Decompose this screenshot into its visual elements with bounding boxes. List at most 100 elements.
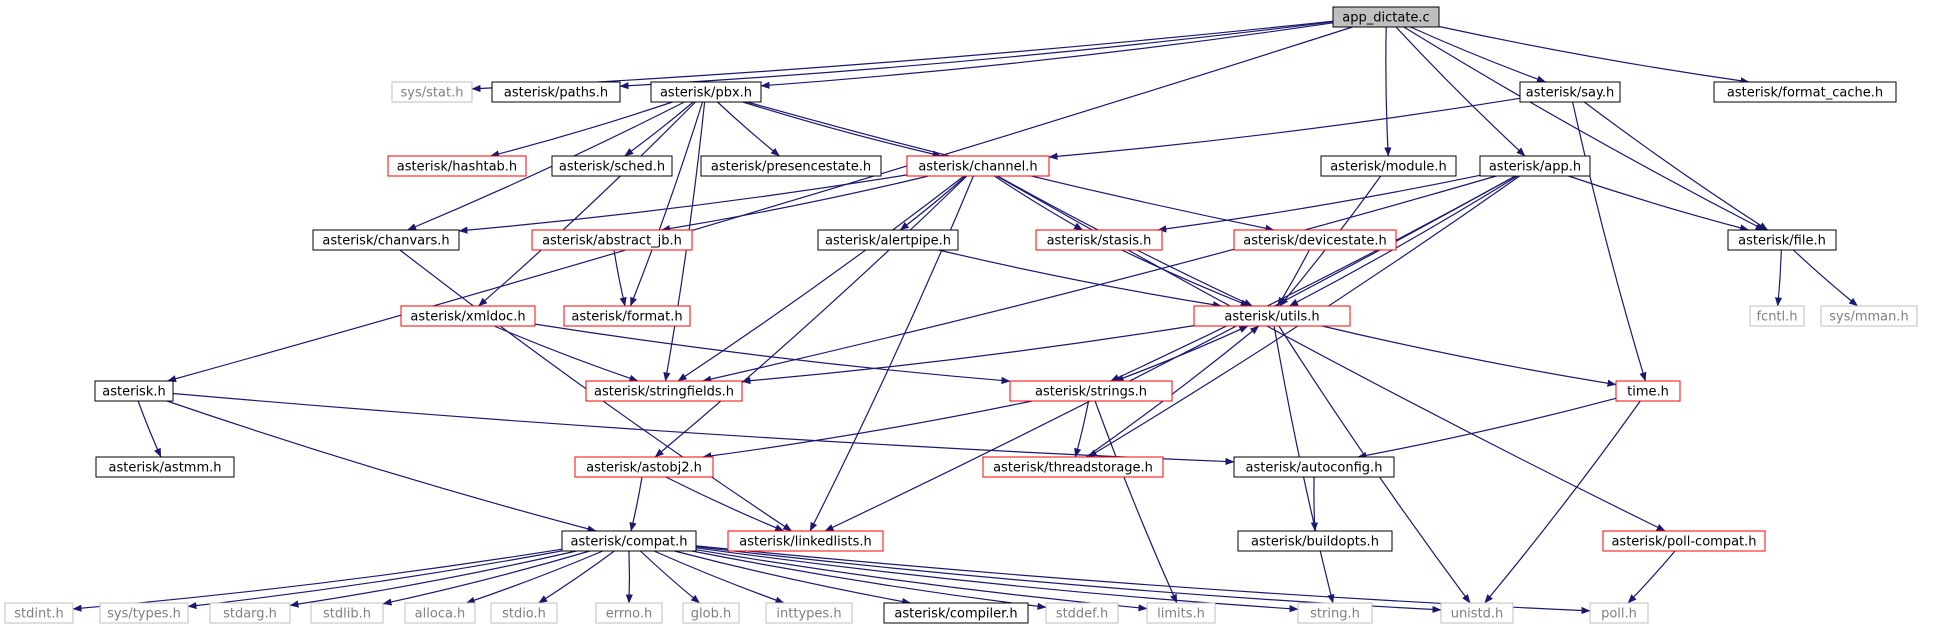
- node-box-inttypes: [765, 602, 853, 624]
- node-pbx[interactable]: asterisk/pbx.h: [650, 81, 762, 103]
- node-asterisk_h[interactable]: asterisk.h: [94, 380, 174, 402]
- edge-astobj2-to-linkedlists: [665, 476, 785, 532]
- node-label-time: time.h: [1627, 385, 1669, 400]
- node-label-stdio: stdio.h: [502, 607, 546, 622]
- node-stasis[interactable]: asterisk/stasis.h: [1035, 229, 1163, 251]
- node-label-pbx: asterisk/pbx.h: [660, 86, 752, 101]
- node-errno[interactable]: errno.h: [595, 602, 663, 624]
- node-label-app_dictate: app_dictate.c: [1342, 11, 1429, 26]
- node-label-hashtab: asterisk/hashtab.h: [397, 160, 517, 175]
- edge-compat-to-alloca: [465, 550, 604, 604]
- node-label-stringfields: asterisk/stringfields.h: [594, 385, 734, 400]
- edge-threadstorage-to-utils: [1085, 325, 1260, 458]
- node-box-threadstorage: [982, 456, 1164, 478]
- node-format_cache[interactable]: asterisk/format_cache.h: [1713, 81, 1897, 103]
- node-label-strings: asterisk/strings.h: [1035, 385, 1147, 400]
- node-label-file: asterisk/file.h: [1738, 234, 1826, 249]
- node-stdlib[interactable]: stdlib.h: [310, 602, 384, 624]
- edge-asterisk_h-to-astmm: [137, 400, 162, 458]
- node-label-abstract_jb: asterisk/abstract_jb.h: [542, 234, 682, 249]
- node-channel[interactable]: asterisk/channel.h: [906, 155, 1050, 177]
- node-label-astmm: asterisk/astmm.h: [108, 461, 221, 476]
- node-format[interactable]: asterisk/format.h: [563, 305, 691, 327]
- node-stdio[interactable]: stdio.h: [490, 602, 558, 624]
- edge-app_dictate-to-paths: [619, 21, 1334, 90]
- node-paths[interactable]: asterisk/paths.h: [491, 81, 621, 103]
- node-astobj2[interactable]: asterisk/astobj2.h: [574, 456, 714, 478]
- node-say[interactable]: asterisk/say.h: [1519, 81, 1621, 103]
- node-presencestate[interactable]: asterisk/presencestate.h: [700, 155, 882, 177]
- edges-layer: [72, 20, 1858, 615]
- edge-strings-to-limits: [1094, 400, 1178, 604]
- node-limits[interactable]: limits.h: [1146, 602, 1216, 624]
- node-xmldoc[interactable]: asterisk/xmldoc.h: [400, 305, 536, 327]
- node-box-unistd: [1440, 602, 1514, 624]
- edge-channel-to-poll_compat: [996, 175, 1666, 532]
- node-fcntl[interactable]: fcntl.h: [1749, 305, 1805, 327]
- node-box-stringfields: [585, 380, 743, 402]
- node-strings[interactable]: asterisk/strings.h: [1009, 380, 1173, 402]
- edge-say-to-channel: [1048, 97, 1521, 160]
- edge-pbx-to-channel: [742, 101, 942, 158]
- node-unistd[interactable]: unistd.h: [1440, 602, 1514, 624]
- node-chanvars[interactable]: asterisk/chanvars.h: [312, 229, 460, 251]
- node-compat[interactable]: asterisk/compat.h: [561, 530, 697, 552]
- edge-autoconfig-to-buildopts: [1310, 476, 1319, 532]
- node-box-buildopts: [1237, 530, 1393, 552]
- node-label-stddef: stddef.h: [1056, 607, 1108, 622]
- edge-compat-to-stddef: [691, 550, 1047, 610]
- edge-pbx-to-sched: [624, 101, 694, 157]
- node-threadstorage[interactable]: asterisk/threadstorage.h: [982, 456, 1164, 478]
- node-box-stasis: [1035, 229, 1163, 251]
- node-box-astmm: [95, 456, 235, 478]
- edge-xmldoc-to-stringfields: [493, 325, 639, 382]
- node-box-limits: [1146, 602, 1216, 624]
- node-inttypes[interactable]: inttypes.h: [765, 602, 853, 624]
- node-stringfields[interactable]: asterisk/stringfields.h: [585, 380, 743, 402]
- node-buildopts[interactable]: asterisk/buildopts.h: [1237, 530, 1393, 552]
- node-autoconfig[interactable]: asterisk/autoconfig.h: [1233, 456, 1395, 478]
- node-time[interactable]: time.h: [1615, 380, 1681, 402]
- node-box-paths: [491, 81, 621, 103]
- node-alloca[interactable]: alloca.h: [404, 602, 476, 624]
- node-sys_types[interactable]: sys/types.h: [99, 602, 189, 624]
- node-glob[interactable]: glob.h: [682, 602, 740, 624]
- node-box-sys_stat: [391, 81, 473, 103]
- node-box-devicestate: [1233, 229, 1397, 251]
- node-stdarg[interactable]: stdarg.h: [209, 602, 291, 624]
- node-compiler[interactable]: asterisk/compiler.h: [883, 602, 1029, 624]
- node-app[interactable]: asterisk/app.h: [1479, 155, 1591, 177]
- node-app_dictate[interactable]: app_dictate.c: [1332, 6, 1440, 28]
- node-box-astobj2: [574, 456, 714, 478]
- node-devicestate[interactable]: asterisk/devicestate.h: [1233, 229, 1397, 251]
- edge-say-to-time: [1572, 101, 1647, 382]
- edge-channel-to-astobj2: [654, 175, 968, 458]
- node-box-stddef: [1045, 602, 1119, 624]
- node-label-fcntl: fcntl.h: [1756, 310, 1797, 325]
- edge-compat-to-compiler: [674, 550, 912, 606]
- node-poll[interactable]: poll.h: [1589, 602, 1649, 624]
- node-box-asterisk_h: [94, 380, 174, 402]
- node-poll_compat[interactable]: asterisk/poll-compat.h: [1602, 530, 1766, 552]
- edge-pbx-to-presencestate: [717, 101, 780, 157]
- node-sys_mman[interactable]: sys/mman.h: [1820, 305, 1918, 327]
- node-alertpipe[interactable]: asterisk/alertpipe.h: [817, 229, 959, 251]
- edge-time-to-unistd: [1484, 400, 1641, 604]
- node-sys_stat[interactable]: sys/stat.h: [391, 81, 473, 103]
- node-astmm[interactable]: asterisk/astmm.h: [95, 456, 235, 478]
- node-linkedlists[interactable]: asterisk/linkedlists.h: [727, 530, 884, 552]
- node-stddef[interactable]: stddef.h: [1045, 602, 1119, 624]
- node-module[interactable]: asterisk/module.h: [1320, 155, 1457, 177]
- nodes-layer: app_dictate.c sys/stat.h asterisk/paths.h a…: [4, 6, 1918, 624]
- node-utils[interactable]: asterisk/utils.h: [1193, 305, 1351, 327]
- edge-pbx-to-chanvars: [407, 101, 685, 231]
- node-sched[interactable]: asterisk/sched.h: [551, 155, 673, 177]
- node-box-time: [1615, 380, 1681, 402]
- node-label-xmldoc: asterisk/xmldoc.h: [410, 310, 525, 325]
- node-string[interactable]: string.h: [1297, 602, 1373, 624]
- node-hashtab[interactable]: asterisk/hashtab.h: [387, 155, 527, 177]
- node-file[interactable]: asterisk/file.h: [1727, 229, 1837, 251]
- node-stdint[interactable]: stdint.h: [4, 602, 74, 624]
- node-label-app: asterisk/app.h: [1489, 160, 1581, 175]
- node-abstract_jb[interactable]: asterisk/abstract_jb.h: [531, 229, 693, 251]
